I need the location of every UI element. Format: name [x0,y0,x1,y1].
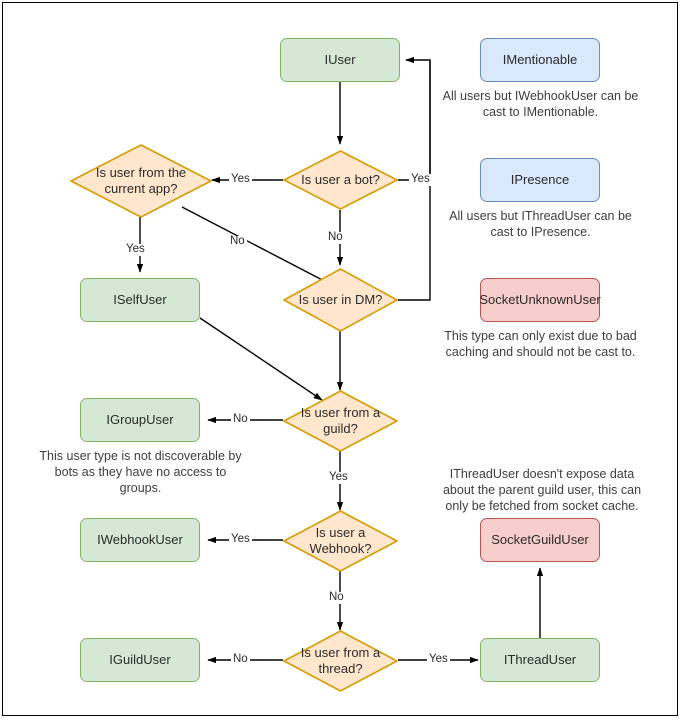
edge-label-webhook-no: No [327,591,346,604]
diamond-shape [283,150,398,210]
diamond-shape [283,390,398,452]
node-igroupuser[interactable]: IGroupUser [80,398,200,442]
node-is-user-from-current-app-label: Is user from the current app? [95,165,187,196]
edge-isbot-yes-loop [398,56,431,181]
node-iselfuser-label: ISelfUser [113,291,167,307]
note-socketunknownuser: This type can only exist due to bad cach… [444,329,637,359]
diamond-shape [283,268,398,332]
note-imentionable: All users but IWebhookUser can be cast t… [442,89,639,119]
edge-label-guild-yes: Yes [327,471,350,484]
node-ipresence[interactable]: IPresence [480,158,600,202]
node-is-user-in-dm-label: Is user in DM? [298,292,383,308]
edge-label-thread-yes: Yes [427,653,450,666]
node-is-user-a-webhook[interactable]: Is user a Webhook? [283,510,398,572]
node-is-user-from-thread[interactable]: Is user from a thread? [283,630,398,692]
node-ithreaduser-label: IThreadUser [503,651,577,667]
note-socketguilduser: IThreadUser doesn't expose data about th… [442,467,642,513]
node-imentionable[interactable]: IMentionable [480,38,600,82]
node-is-user-from-current-app[interactable]: Is user from the current app? [70,144,212,218]
node-is-user-a-bot[interactable]: Is user a bot? [283,150,398,210]
edge-label-currentapp-yes: Yes [124,243,147,256]
note-igroupuser: This user type is not discoverable by bo… [39,449,242,495]
node-socketunknownuser-label: SocketUnknownUser [479,291,601,307]
diamond-shape [283,510,398,572]
node-iuser[interactable]: IUser [280,38,400,82]
node-iselfuser[interactable]: ISelfUser [80,278,200,322]
edge-label-webhook-yes: Yes [229,533,252,546]
diamond-shape [70,144,212,218]
node-is-user-from-guild-label: Is user from a guild? [300,405,381,436]
node-is-user-from-thread-label: Is user from a thread? [300,645,381,676]
node-socketunknownuser[interactable]: SocketUnknownUser [479,278,601,322]
node-imentionable-label: IMentionable [502,51,578,67]
diamond-shape [283,630,398,692]
node-is-user-a-webhook-label: Is user a Webhook? [309,525,372,556]
node-is-user-from-guild[interactable]: Is user from a guild? [283,390,398,452]
note-ipresence: All users but IThreadUser can be cast to… [449,209,632,239]
edge-label-currentapp-no: No [228,235,247,248]
node-socketguilduser[interactable]: SocketGuildUser [480,518,600,562]
node-iguilduser[interactable]: IGuildUser [80,638,200,682]
edge-label-thread-no: No [231,653,250,666]
node-iwebhookuser-label: IWebhookUser [97,531,183,547]
edge-label-guild-no: No [231,413,250,426]
node-iuser-label: IUser [324,51,356,67]
edge-label-currentapp-entry-yes: Yes [229,173,252,186]
node-iwebhookuser[interactable]: IWebhookUser [80,518,200,562]
edge-label-bot-yes: Yes [409,173,432,186]
node-socketguilduser-label: SocketGuildUser [491,531,589,547]
edge-label-bot-no: No [326,231,345,244]
node-ipresence-label: IPresence [510,171,570,187]
node-is-user-a-bot-label: Is user a bot? [301,172,380,188]
node-ithreaduser[interactable]: IThreadUser [480,638,600,682]
node-is-user-in-dm[interactable]: Is user in DM? [283,268,398,332]
node-igroupuser-label: IGroupUser [106,411,174,427]
node-iguilduser-label: IGuildUser [109,651,171,667]
